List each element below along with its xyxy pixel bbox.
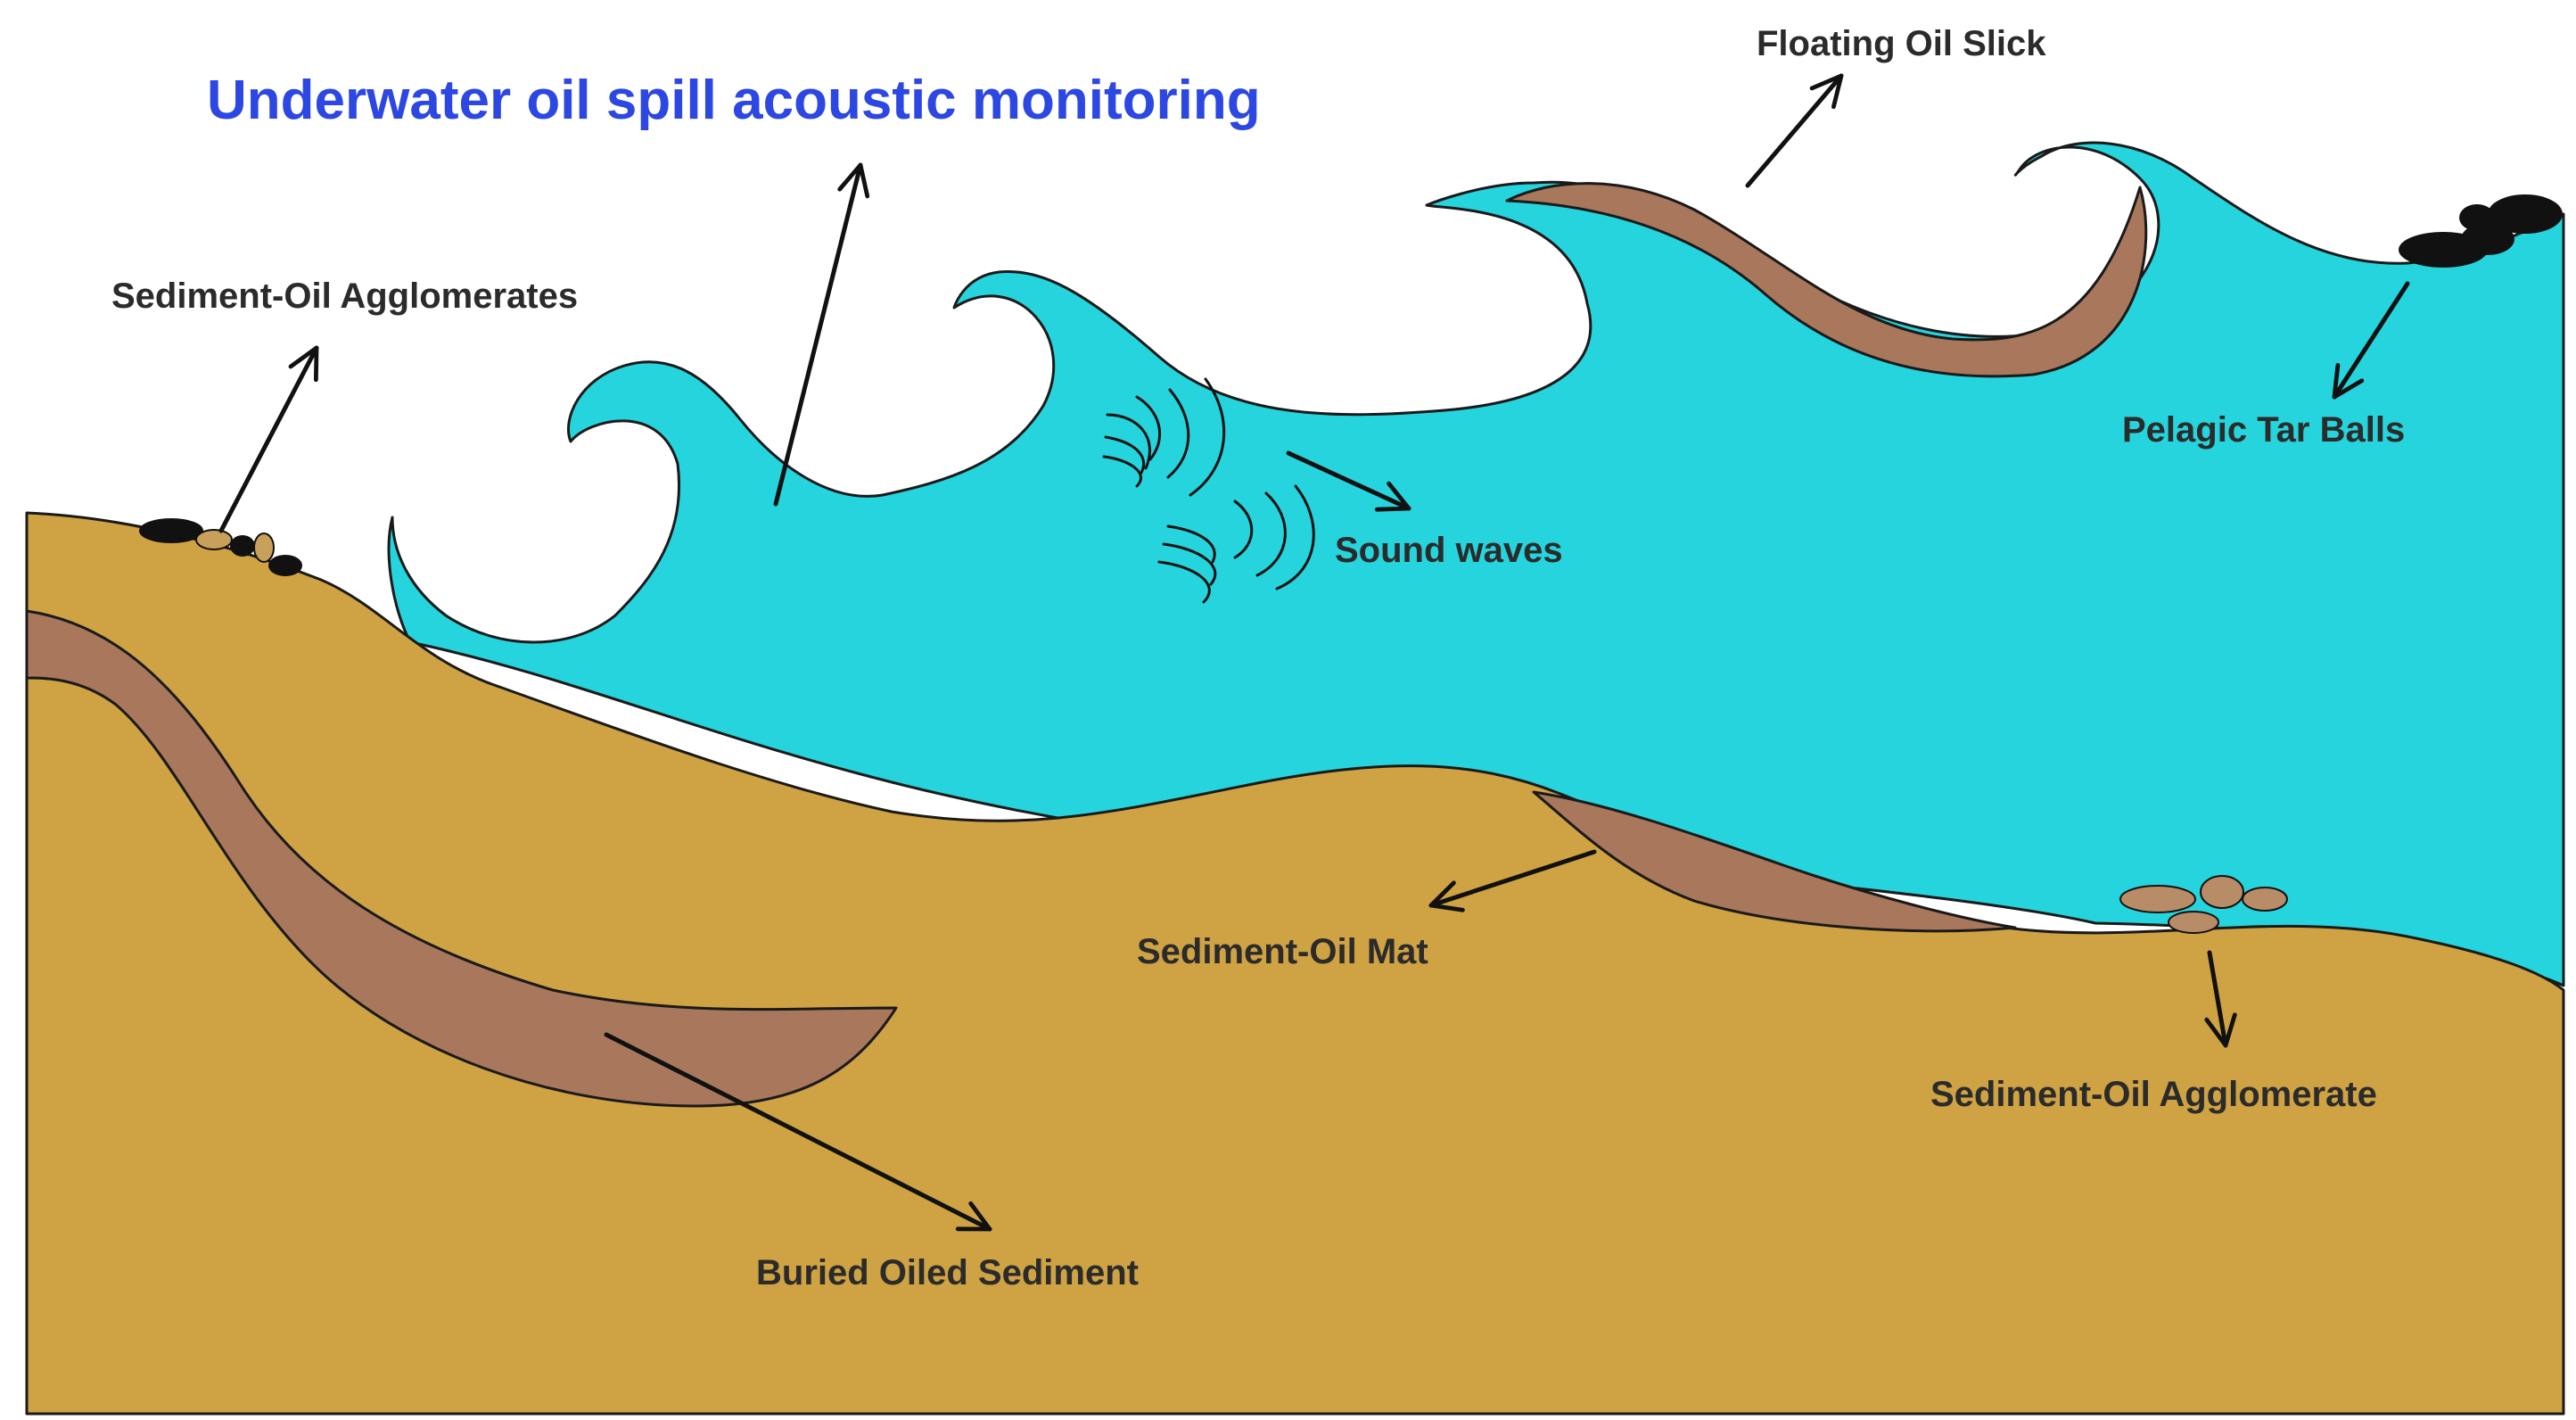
sediment-oil-mat — [1532, 790, 2017, 933]
sound-wave-icon — [1162, 542, 1217, 586]
arrow-icon — [2332, 281, 2410, 400]
diagram-title: Underwater oil spill acoustic monitoring — [207, 70, 1261, 131]
tar-ball-icon — [2459, 204, 2495, 231]
agglomerate-icon — [195, 529, 233, 550]
floating-oil-slick — [1505, 182, 2148, 378]
arrow-icon — [1428, 849, 1597, 912]
arrow-icon — [218, 345, 319, 533]
label-sediment-oil-agglomerate: Sediment-Oil Agglomerate — [1930, 1075, 2377, 1114]
agglomerate-icon — [230, 535, 255, 557]
agglomerate-icon — [139, 518, 302, 576]
sound-wave-icon — [1135, 395, 1162, 461]
sound-wave-icon — [1106, 413, 1151, 470]
agglomerate-icon — [268, 555, 302, 576]
agglomerate-icon — [2168, 911, 2219, 934]
sound-wave-icon — [1233, 499, 1254, 559]
sound-wave-icon — [1275, 484, 1315, 590]
sound-wave-icon — [1157, 560, 1211, 604]
label-sediment-oil-agglomerates: Sediment-Oil Agglomerates — [111, 277, 578, 316]
arrow-icon — [2204, 950, 2237, 1048]
label-sediment-oil-mat: Sediment-Oil Mat — [1137, 932, 1428, 971]
sound-wave-icon — [1102, 377, 1315, 604]
tar-ball-icon — [2488, 194, 2563, 234]
agglomerate-icon — [253, 532, 275, 563]
tar-ball-icon — [2461, 223, 2514, 255]
arrow-icon — [604, 1032, 992, 1232]
agglomerate-icon — [2119, 885, 2196, 913]
sound-wave-icon — [1102, 455, 1142, 488]
agglomerate-icon — [2119, 875, 2288, 934]
agglomerate-icon — [2242, 887, 2288, 912]
label-pelagic-tar-balls: Pelagic Tar Balls — [2122, 410, 2405, 450]
sound-wave-icon — [1166, 524, 1216, 564]
tar-ball-icon — [2399, 194, 2563, 268]
arrow-icon — [773, 162, 870, 507]
sound-wave-icon — [1255, 491, 1287, 577]
label-sound-waves: Sound waves — [1335, 531, 1563, 570]
sound-wave-icon — [1189, 377, 1226, 497]
arrow-icon — [218, 73, 2410, 1232]
arrow-icon — [1286, 450, 1411, 512]
label-buried-oiled-sediment: Buried Oiled Sediment — [756, 1253, 1139, 1292]
sediment-seabed — [25, 511, 2565, 1416]
arrow-icon — [1745, 73, 1844, 188]
sound-wave-icon — [1104, 435, 1145, 475]
label-floating-oil-slick: Floating Oil Slick — [1757, 24, 2046, 63]
agglomerate-icon — [139, 518, 203, 543]
buried-oiled-sediment — [25, 609, 898, 1108]
sound-wave-icon — [1166, 388, 1190, 479]
agglomerate-icon — [2200, 875, 2244, 909]
